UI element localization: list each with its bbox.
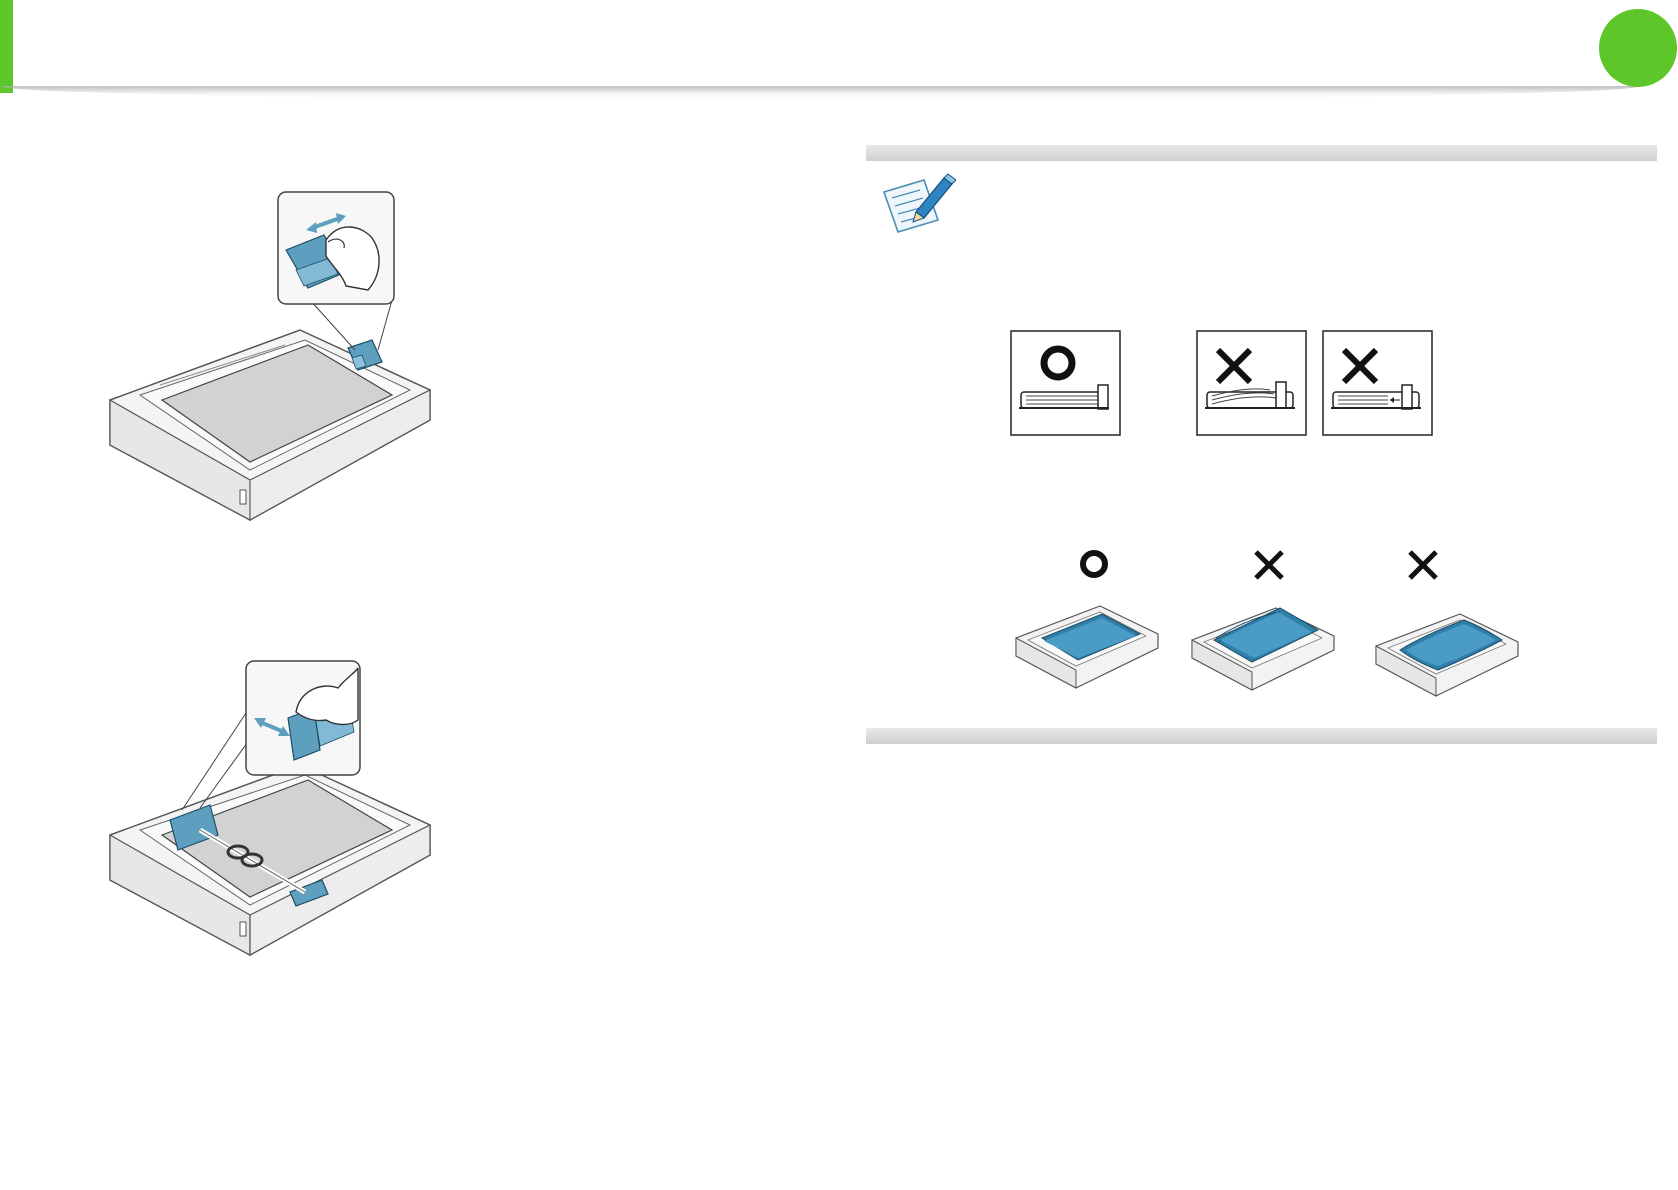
note-bottom-band: [866, 728, 1657, 744]
paper-tray-length-guide-illustration: [100, 190, 440, 530]
note-top-band: [866, 145, 1657, 161]
note-pencil-icon: [880, 172, 956, 238]
header-divider: [0, 86, 1640, 100]
tray-example-mark-incorrect-1: [1252, 548, 1286, 587]
tray-example-mark-incorrect-2: [1406, 548, 1440, 587]
tray-example-incorrect-overfilled: [1188, 600, 1338, 700]
section-accent-bar: [0, 0, 13, 93]
chapter-marker: [1599, 9, 1677, 87]
guide-example-incorrect-gap: [1322, 330, 1434, 441]
tray-width-guide-figure: [100, 660, 440, 980]
tray-example-incorrect-curled: [1372, 606, 1522, 706]
tray-length-guide-figure: [100, 190, 440, 530]
circle-mark-icon: [1078, 548, 1110, 580]
paper-tray-width-guide-illustration: [100, 660, 440, 980]
guide-example-correct: [1010, 330, 1122, 441]
tray-example-mark-correct: [1078, 548, 1110, 585]
guide-example-incorrect-bent: [1196, 330, 1308, 441]
cross-mark-icon: [1252, 548, 1286, 582]
tray-example-correct: [1012, 598, 1162, 698]
cross-mark-icon: [1406, 548, 1440, 582]
